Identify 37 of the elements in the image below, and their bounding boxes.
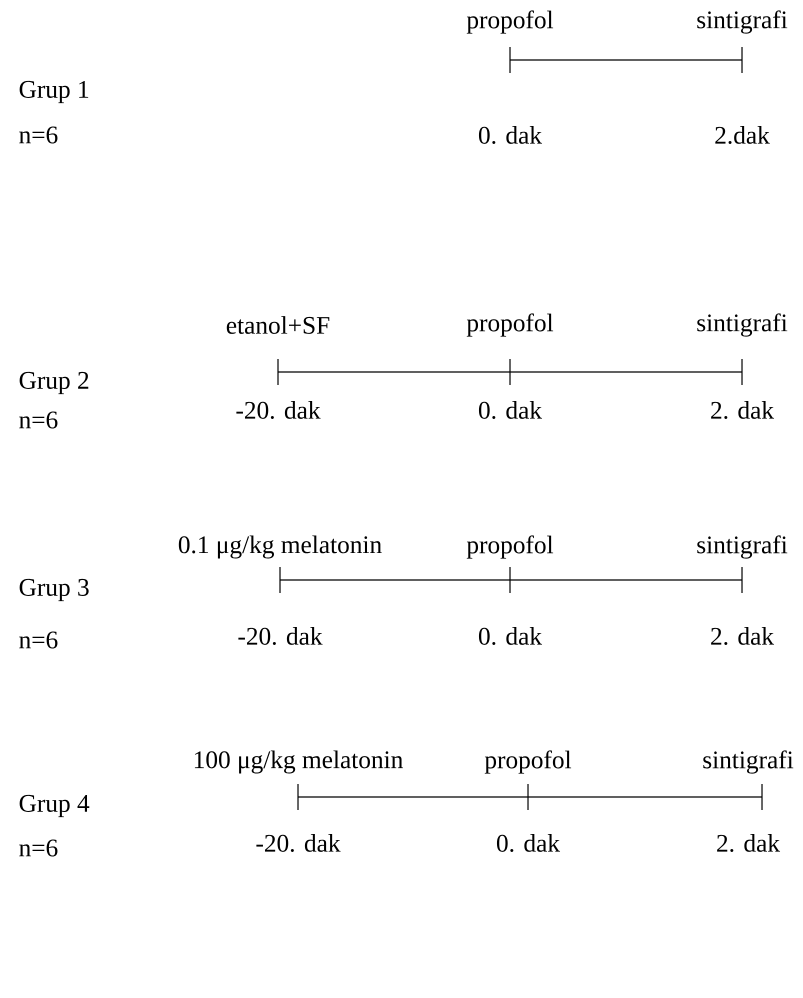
time-label: 0. dak	[478, 401, 542, 419]
time-label: 2. dak	[711, 627, 774, 645]
time-label: -20. dak	[256, 834, 341, 852]
timeline-segment	[528, 796, 762, 798]
sample-size-label: n=6	[19, 412, 58, 429]
sample-size-label: n=6	[19, 632, 58, 649]
group-label: Grup 3	[20, 578, 89, 602]
time-label: -20. dak	[236, 401, 321, 419]
time-label: 2. dak	[717, 834, 780, 852]
group-label: Grup 1	[20, 80, 88, 104]
timeline-segment	[298, 796, 528, 798]
time-label: 2. dak	[711, 401, 774, 419]
sample-size-label: n=6	[19, 840, 58, 857]
timeline-segment	[278, 371, 510, 373]
time-label: 2.dak	[715, 126, 770, 144]
timeline-segment	[510, 59, 742, 61]
event-label: propofol	[466, 313, 554, 337]
time-label: 0. dak	[478, 126, 542, 144]
event-label: 0.1 μg/kg melatonin	[178, 536, 382, 559]
time-label: 0. dak	[478, 627, 542, 645]
event-label: propofol	[466, 10, 554, 34]
timeline-segment	[280, 579, 510, 581]
event-label: sintigrafi	[703, 750, 794, 774]
timeline-segment	[510, 371, 742, 373]
event-label: sintigrafi	[697, 10, 788, 34]
event-label: etanol+SF	[226, 316, 330, 334]
time-label: -20. dak	[238, 627, 323, 645]
time-label: 0. dak	[496, 834, 560, 852]
event-label: 100 μg/kg melatonin	[194, 750, 403, 774]
group-label: Grup 4	[20, 794, 90, 818]
event-label: sintigrafi	[697, 535, 788, 559]
sample-size-label: n=6	[19, 126, 58, 144]
event-label: propofol	[466, 535, 554, 559]
group-label: Grup 2	[20, 372, 88, 394]
timeline-segment	[510, 579, 742, 581]
event-label: propofol	[484, 750, 572, 774]
event-label: sintigrafi	[697, 313, 788, 337]
